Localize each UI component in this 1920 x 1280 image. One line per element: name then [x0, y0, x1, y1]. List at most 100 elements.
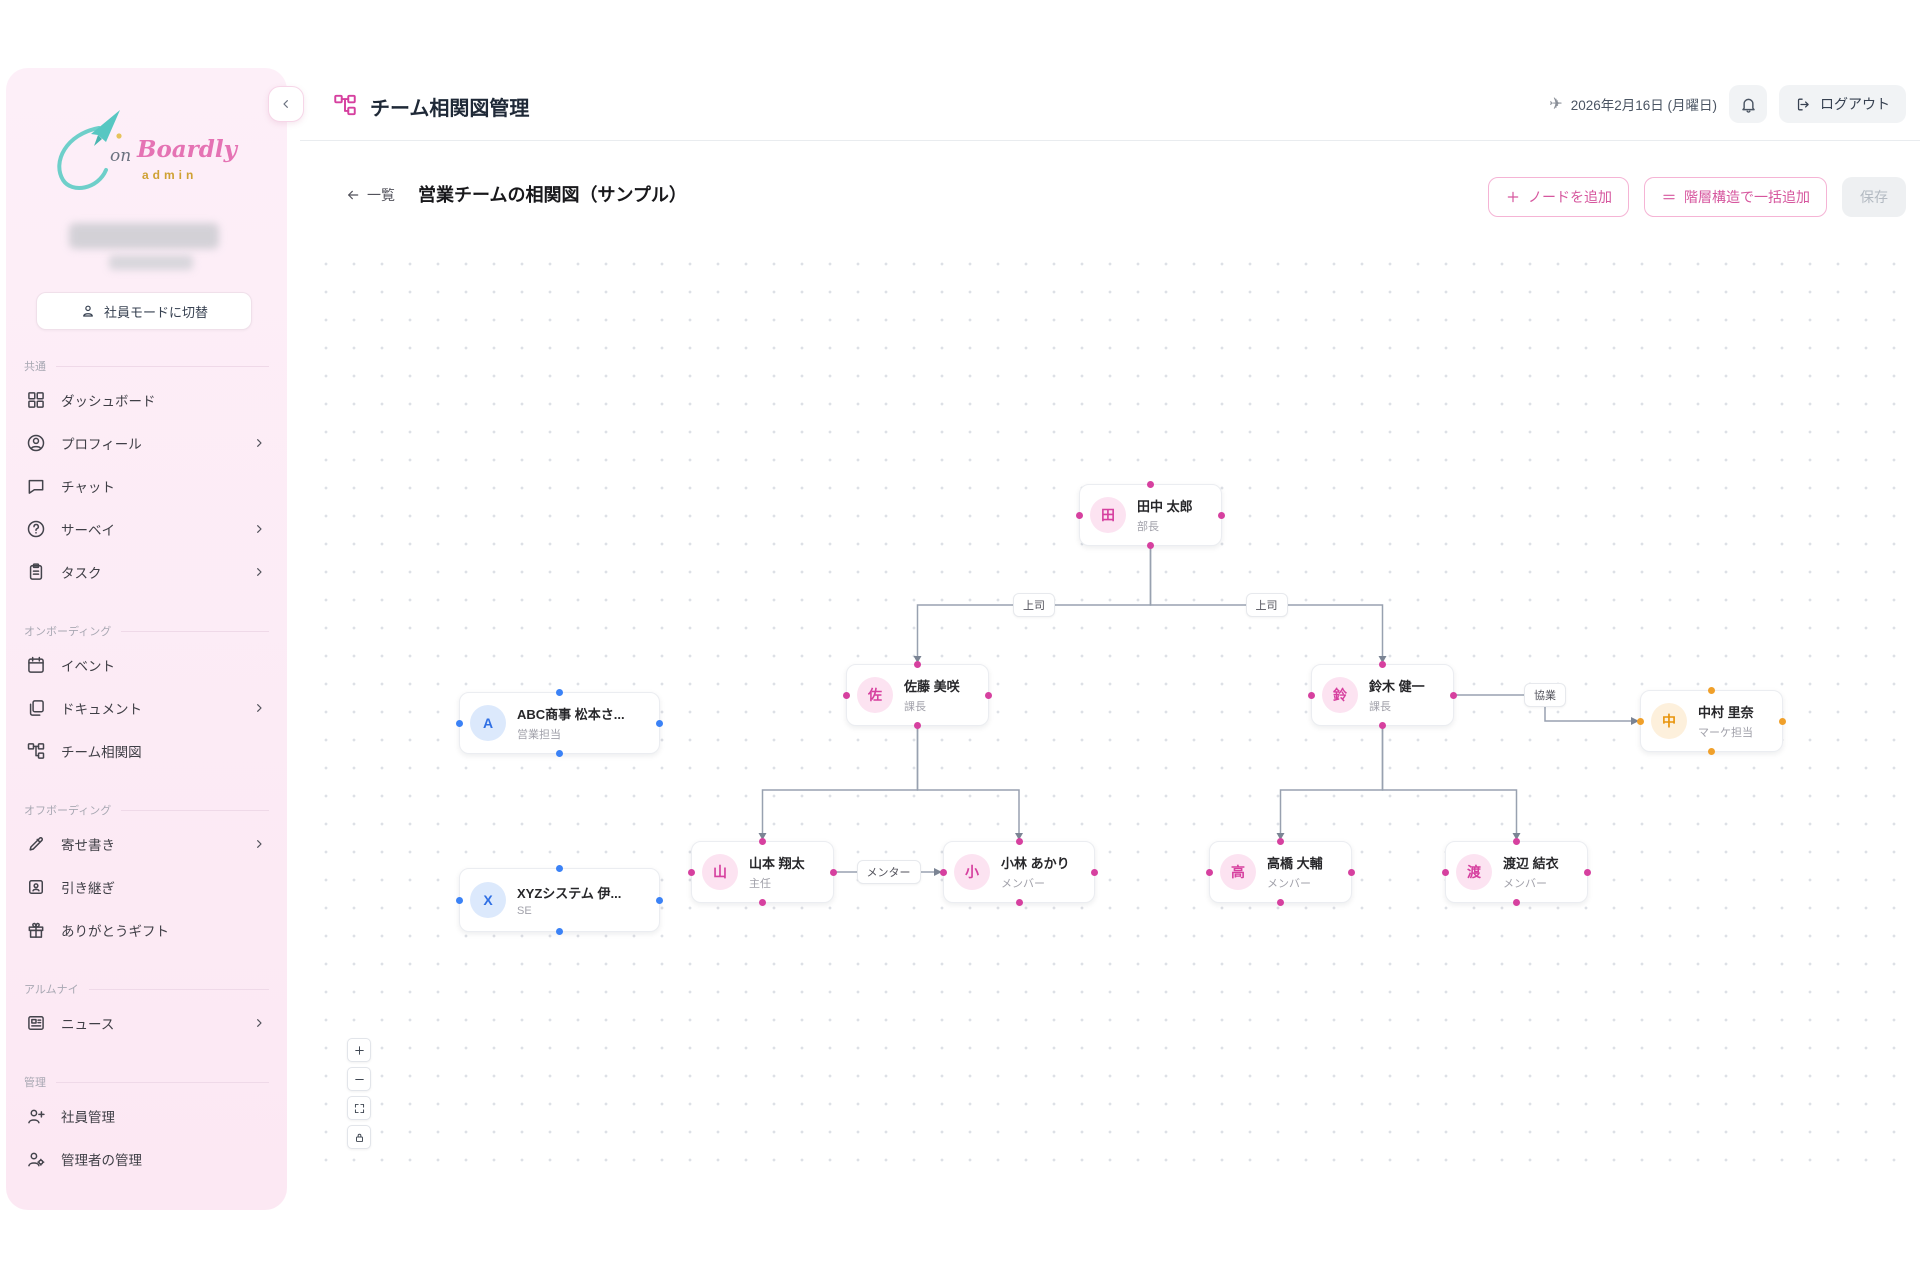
- connection-handle[interactable]: [940, 868, 947, 876]
- sidebar-item-pen[interactable]: 寄せ書き: [6, 822, 287, 865]
- connection-handle[interactable]: [1779, 717, 1786, 725]
- fit-view-button[interactable]: [347, 1096, 371, 1120]
- sidebar-item-documents[interactable]: ドキュメント: [6, 686, 287, 729]
- connection-handle[interactable]: [914, 722, 921, 729]
- logo-word-on: on: [110, 146, 132, 166]
- zoom-out-button[interactable]: [347, 1067, 371, 1091]
- diagram-node-kobayashi[interactable]: 小小林 あかりメンバー: [940, 838, 1098, 906]
- connection-handle[interactable]: [456, 719, 463, 727]
- connection-handle[interactable]: [1584, 868, 1591, 876]
- node-text: 田中 太郎部長: [1137, 496, 1193, 534]
- org-chart-icon: [26, 741, 46, 761]
- bulk-add-label: 階層構造で一括追加: [1684, 189, 1810, 205]
- logout-button[interactable]: ログアウト: [1779, 85, 1906, 123]
- node-text: XYZシステム 伊...SE: [517, 883, 621, 917]
- connection-handle[interactable]: [656, 896, 663, 904]
- diagram-node-tanaka[interactable]: 田田中 太郎部長: [1076, 481, 1225, 549]
- connection-handle[interactable]: [1708, 748, 1715, 755]
- user-subname-redacted: [109, 255, 193, 270]
- zoom-in-button[interactable]: [347, 1038, 371, 1062]
- connection-handle[interactable]: [914, 661, 921, 668]
- diagram-node-watanabe[interactable]: 渡渡辺 結衣メンバー: [1442, 838, 1591, 906]
- org-chart-icon: [332, 92, 358, 118]
- diagram-node-abc[interactable]: A ABC商事 松本さ...営業担当: [456, 689, 663, 757]
- user-gear-icon: [26, 1149, 46, 1169]
- connection-handle[interactable]: [1308, 691, 1315, 699]
- connection-handle[interactable]: [1637, 717, 1644, 725]
- node-avatar: A: [470, 705, 506, 741]
- sidebar-item-calendar[interactable]: イベント: [6, 643, 287, 686]
- connection-handle[interactable]: [759, 899, 766, 906]
- edge-label: メンター: [856, 860, 921, 884]
- help-circle-icon: [26, 519, 46, 539]
- node-avatar: 高: [1220, 854, 1256, 890]
- sidebar-item-user-gear[interactable]: 管理者の管理: [6, 1137, 287, 1180]
- connection-handle[interactable]: [759, 838, 766, 845]
- back-to-list-link[interactable]: 一覧: [345, 185, 395, 205]
- sidebar-item-id-card[interactable]: 引き継ぎ: [6, 865, 287, 908]
- connection-handle[interactable]: [843, 691, 850, 699]
- diagram-node-nakamura[interactable]: 中中村 里奈マーケ担当: [1637, 687, 1786, 755]
- node-text: 鈴木 健一課長: [1369, 676, 1425, 714]
- sidebar-item-gift[interactable]: ありがとうギフト: [6, 908, 287, 951]
- sidebar-item-news[interactable]: ニュース: [6, 1001, 287, 1044]
- switch-employee-mode-button[interactable]: 社員モードに切替: [36, 292, 252, 330]
- switch-employee-mode-label: 社員モードに切替: [103, 304, 208, 320]
- connection-handle[interactable]: [1218, 511, 1225, 519]
- sidebar-item-user-plus[interactable]: 社員管理: [6, 1094, 287, 1137]
- connection-handle[interactable]: [985, 691, 992, 699]
- connection-handle[interactable]: [1708, 687, 1715, 694]
- diagram-node-suzuki[interactable]: 鈴鈴木 健一課長: [1308, 661, 1457, 729]
- sidebar-item-grid[interactable]: ダッシュボード: [6, 378, 287, 421]
- node-name: 佐藤 美咲: [904, 679, 960, 694]
- sidebar-item-user-circle[interactable]: プロフィール: [6, 421, 287, 464]
- sidebar-collapse-button[interactable]: [268, 86, 304, 122]
- sidebar-item-chat[interactable]: チャット: [6, 464, 287, 507]
- connection-handle[interactable]: [1450, 691, 1457, 699]
- sidebar-item-org-chart[interactable]: チーム相関図: [6, 729, 287, 772]
- save-button[interactable]: 保存: [1842, 177, 1906, 217]
- connection-handle[interactable]: [1348, 868, 1355, 876]
- sidebar-item-help-circle[interactable]: サーベイ: [6, 507, 287, 550]
- sidebar-section: オンボーディングイベントドキュメントチーム相関図: [6, 619, 287, 772]
- connection-handle[interactable]: [556, 928, 563, 935]
- connection-handle[interactable]: [1277, 838, 1284, 845]
- connection-handle[interactable]: [1015, 899, 1023, 906]
- connection-handle[interactable]: [556, 750, 563, 757]
- notifications-button[interactable]: [1729, 85, 1767, 123]
- sidebar-item-label: ニュース: [61, 1016, 115, 1032]
- grid-icon: [26, 390, 46, 410]
- connection-handle[interactable]: [556, 689, 563, 696]
- node-role: メンバー: [1001, 878, 1045, 890]
- connection-handle[interactable]: [830, 868, 837, 876]
- connection-handle[interactable]: [1206, 868, 1213, 876]
- connection-handle[interactable]: [1379, 722, 1386, 729]
- connection-handle[interactable]: [1015, 838, 1023, 845]
- connection-handle[interactable]: [1091, 868, 1098, 876]
- connection-handle[interactable]: [1147, 542, 1154, 549]
- connection-handle[interactable]: [1442, 868, 1449, 876]
- diagram-node-sato[interactable]: 佐佐藤 美咲課長: [843, 661, 992, 729]
- bulk-add-button[interactable]: 階層構造で一括追加: [1644, 177, 1827, 217]
- diagram-node-takahashi[interactable]: 高高橋 大輔メンバー: [1206, 838, 1355, 906]
- connection-handle[interactable]: [1076, 511, 1083, 519]
- connection-handle[interactable]: [688, 868, 695, 876]
- connection-handle[interactable]: [1379, 661, 1386, 668]
- connection-handle[interactable]: [1513, 899, 1520, 906]
- node-text: 高橋 大輔メンバー: [1267, 853, 1323, 891]
- connection-handle[interactable]: [1277, 899, 1284, 906]
- lock-icon: [353, 1131, 366, 1144]
- connection-handle[interactable]: [556, 865, 563, 872]
- connection-handle[interactable]: [656, 719, 663, 727]
- lock-button[interactable]: [347, 1125, 371, 1149]
- diagram-node-yamamoto[interactable]: 山山本 翔太主任: [688, 838, 837, 906]
- connection-handle[interactable]: [1147, 481, 1154, 488]
- sidebar-item-clipboard[interactable]: タスク: [6, 550, 287, 593]
- connection-handle[interactable]: [456, 896, 463, 904]
- sidebar-section: アルムナイニュース: [6, 977, 287, 1044]
- node-text: ABC商事 松本さ...営業担当: [517, 704, 625, 742]
- add-node-button[interactable]: ノードを追加: [1488, 177, 1629, 217]
- connection-handle[interactable]: [1513, 838, 1520, 845]
- node-name: 鈴木 健一: [1369, 679, 1425, 694]
